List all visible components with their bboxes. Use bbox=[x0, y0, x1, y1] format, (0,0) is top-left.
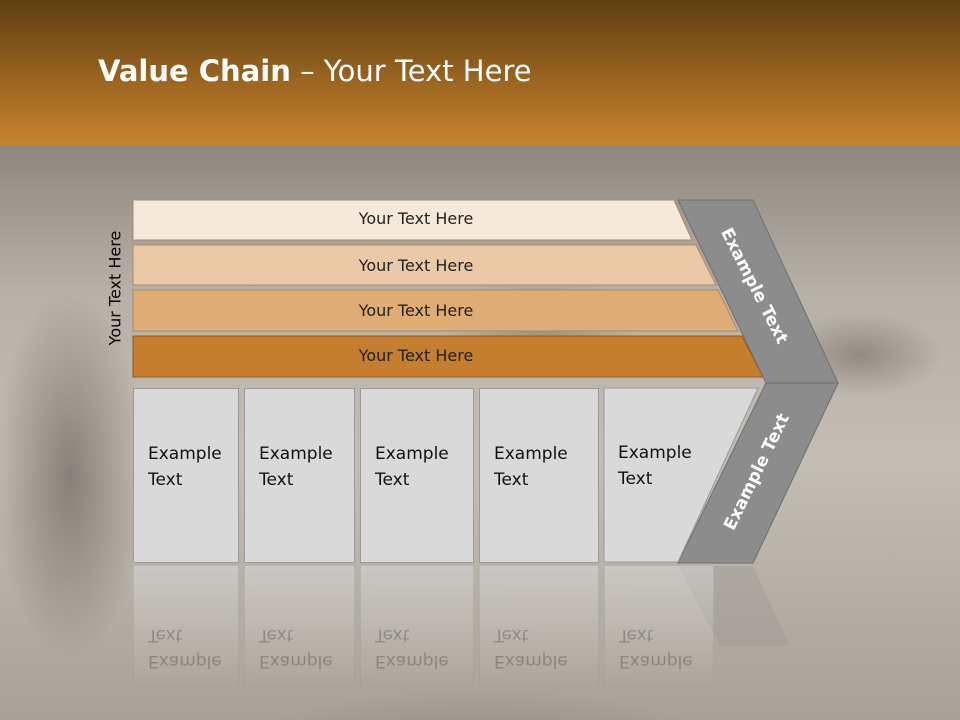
card-3-line2: Text bbox=[375, 470, 410, 490]
bar-2-label: Your Text Here bbox=[358, 256, 474, 275]
card-1-line2: Text bbox=[148, 470, 183, 490]
bar-2 bbox=[132, 244, 717, 286]
bar-3-label: Your Text Here bbox=[358, 301, 474, 320]
card-4-line2: Text bbox=[494, 470, 529, 490]
card-2-line2: Text bbox=[259, 470, 294, 490]
title-rest: – Your Text Here bbox=[290, 54, 532, 88]
bar-4-label: Your Text Here bbox=[358, 346, 474, 365]
card-2-line1: Example bbox=[259, 444, 333, 464]
slide-title: Value Chain – Your Text Here bbox=[98, 54, 532, 88]
title-banner bbox=[0, 0, 960, 145]
bar-1-label: Your Text Here bbox=[358, 209, 474, 228]
chevron-reflection bbox=[678, 566, 790, 646]
bar-1 bbox=[132, 199, 693, 241]
bar-3 bbox=[132, 289, 739, 332]
title-bold: Value Chain bbox=[98, 54, 291, 88]
card-5-shape bbox=[603, 387, 759, 563]
card-1-line1: Example bbox=[148, 444, 222, 464]
card-5-line1: Example bbox=[618, 443, 692, 463]
card-5-line2: Text bbox=[618, 469, 653, 489]
card-3-line1: Example bbox=[375, 444, 449, 464]
chevron-lower bbox=[677, 382, 839, 564]
card-4-line1: Example bbox=[494, 444, 568, 464]
